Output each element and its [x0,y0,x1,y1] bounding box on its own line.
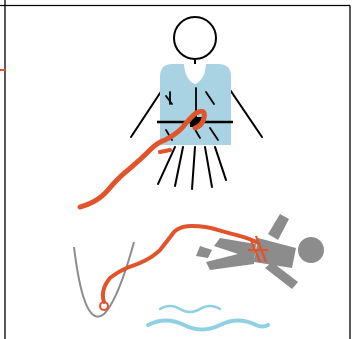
top-rope-icon [80,111,204,207]
person-in-water-icon [196,214,324,289]
legs [158,147,226,189]
water-waves-icon [148,306,268,330]
person-wearing-life-jacket-icon [131,17,262,189]
boat-hull-icon [74,242,134,317]
head-outline [174,17,216,59]
swimmer-head [298,237,324,263]
